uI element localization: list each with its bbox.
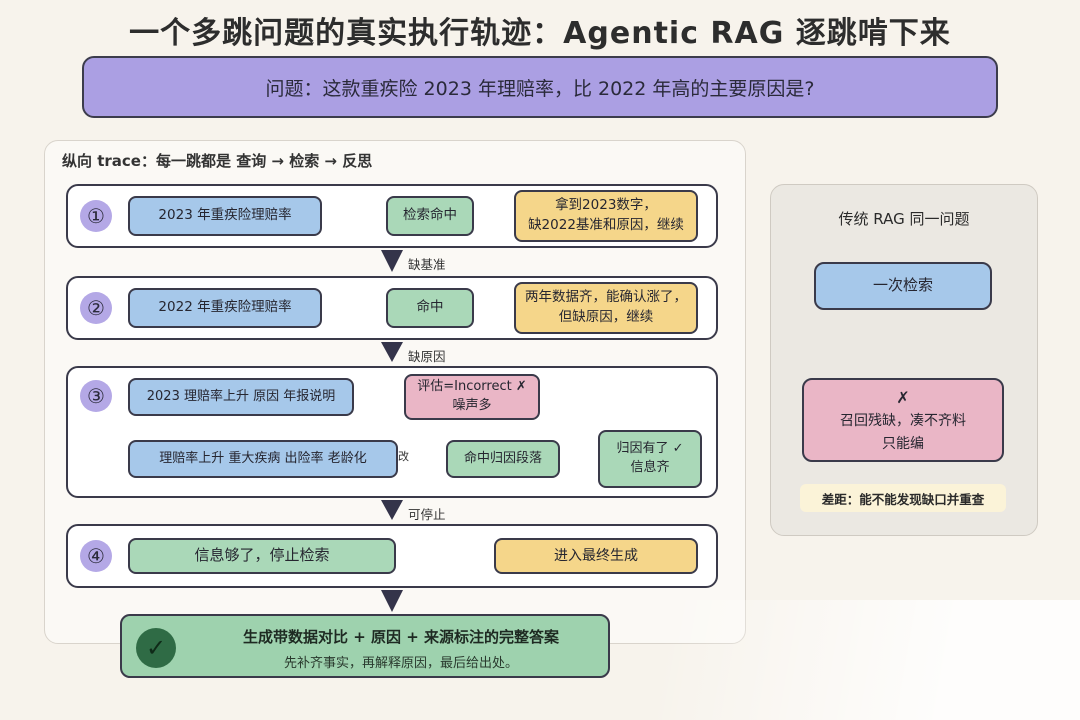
fail-icon: ✗ <box>896 387 910 407</box>
arrow-down-hop3-to-hop4 <box>381 500 403 520</box>
hop3-rewritten-query: 理赔率上升 重大疾病 出险率 老龄化 <box>128 440 398 478</box>
hop2-retrieval-text: 命中 <box>416 299 444 316</box>
question-banner: 问题：这款重疾险 2023 年理赔率，比 2022 年高的主要原因是? <box>82 56 998 118</box>
hop-number-4: ④ <box>80 540 112 572</box>
question-text: 问题：这款重疾险 2023 年理赔率，比 2022 年高的主要原因是? <box>265 77 815 100</box>
connector-label-2: 缺原因 <box>408 349 446 364</box>
traditional-title: 传统 RAG 同一问题 <box>838 210 970 228</box>
hop4-generate: 进入最终生成 <box>494 538 698 574</box>
traditional-failure: ✗ 召回残缺，凑不齐料 只能编 <box>802 378 1004 462</box>
final-answer-subtitle: 先补齐事实，再解释原因，最后给出处。 <box>283 656 518 671</box>
hop3-first-query-text: 2023 理赔率上升 原因 年报说明 <box>146 388 336 404</box>
arrow-down-hop1-to-hop2 <box>381 250 403 272</box>
hop3-evaluation: 评估=Incorrect ✗ 噪声多 <box>404 374 540 420</box>
connector-label-1: 缺基准 <box>408 257 446 272</box>
hop2-retrieval: 命中 <box>386 288 474 328</box>
hop1-retrieval-text: 检索命中 <box>403 207 457 224</box>
connector-label-3: 可停止 <box>408 507 446 522</box>
hop1-retrieval: 检索命中 <box>386 196 474 236</box>
hop-number-1: ① <box>80 200 112 232</box>
hop4-stop: 信息够了，停止检索 <box>128 538 396 574</box>
traditional-rag-panel <box>770 184 1038 536</box>
hop3-reflection-line1: 归因有了 ✓ <box>616 441 684 457</box>
check-icon: ✓ <box>136 628 176 668</box>
traditional-single-retrieval-text: 一次检索 <box>872 276 933 295</box>
gap-note: 差距：能不能发现缺口并重查 <box>800 484 1006 512</box>
final-answer-box <box>120 614 610 678</box>
hop2-reflection: 两年数据齐，能确认涨了， 但缺原因，继续 <box>514 282 698 334</box>
hop3-eval-line2: 噪声多 <box>452 398 492 413</box>
hop1-query: 2023 年重疾险理赔率 <box>128 196 322 236</box>
hop3-first-query: 2023 理赔率上升 原因 年报说明 <box>128 378 354 416</box>
final-answer-title: 生成带数据对比 + 原因 + 来源标注的完整答案 <box>242 628 560 646</box>
hop3-retrieval: 命中归因段落 <box>446 440 560 478</box>
arrow-down-hop2-to-hop3 <box>381 342 403 362</box>
hop3-rewritten-query-text: 理赔率上升 重大疾病 出险率 老龄化 <box>159 450 367 466</box>
hop2-reflection-line1: 两年数据齐，能确认涨了， <box>525 289 687 306</box>
trace-label: 纵向 trace：每一跳都是 查询 → 检索 → 反思 <box>62 152 373 170</box>
hop-number-3: ③ <box>80 380 112 412</box>
traditional-failure-line1: 召回残缺，凑不齐料 <box>840 413 966 430</box>
page-title: 一个多跳问题的真实执行轨迹：Agentic RAG 逐跳啃下来 <box>129 16 951 51</box>
hop4-generate-text: 进入最终生成 <box>554 547 638 564</box>
hop1-query-text: 2023 年重疾险理赔率 <box>158 207 292 224</box>
hop3-eval-line1: 评估=Incorrect ✗ <box>417 379 527 395</box>
traditional-failure-line2: 只能编 <box>882 435 924 452</box>
hop3-reflection: 归因有了 ✓ 信息齐 <box>598 430 702 488</box>
arrow-down-hop4-to-final <box>381 590 403 612</box>
hop3-reflection-line2: 信息齐 <box>630 460 670 475</box>
hop1-reflection-line1: 拿到2023数字， <box>555 197 657 214</box>
hop1-reflection-line2: 缺2022基准和原因，继续 <box>528 217 684 233</box>
hop2-query: 2022 年重疾险理赔率 <box>128 288 322 328</box>
rewrite-tag: 改 <box>398 450 409 463</box>
hop4-stop-text: 信息够了，停止检索 <box>194 546 330 565</box>
traditional-single-retrieval: 一次检索 <box>814 262 992 310</box>
gap-note-text: 差距：能不能发现缺口并重查 <box>821 491 985 507</box>
hop2-reflection-line2: 但缺原因，继续 <box>558 309 654 325</box>
hop3-retrieval-text: 命中归因段落 <box>463 450 542 466</box>
hop1-reflection: 拿到2023数字， 缺2022基准和原因，继续 <box>514 190 698 242</box>
hop-number-2: ② <box>80 292 112 324</box>
hop2-query-text: 2022 年重疾险理赔率 <box>158 299 292 316</box>
